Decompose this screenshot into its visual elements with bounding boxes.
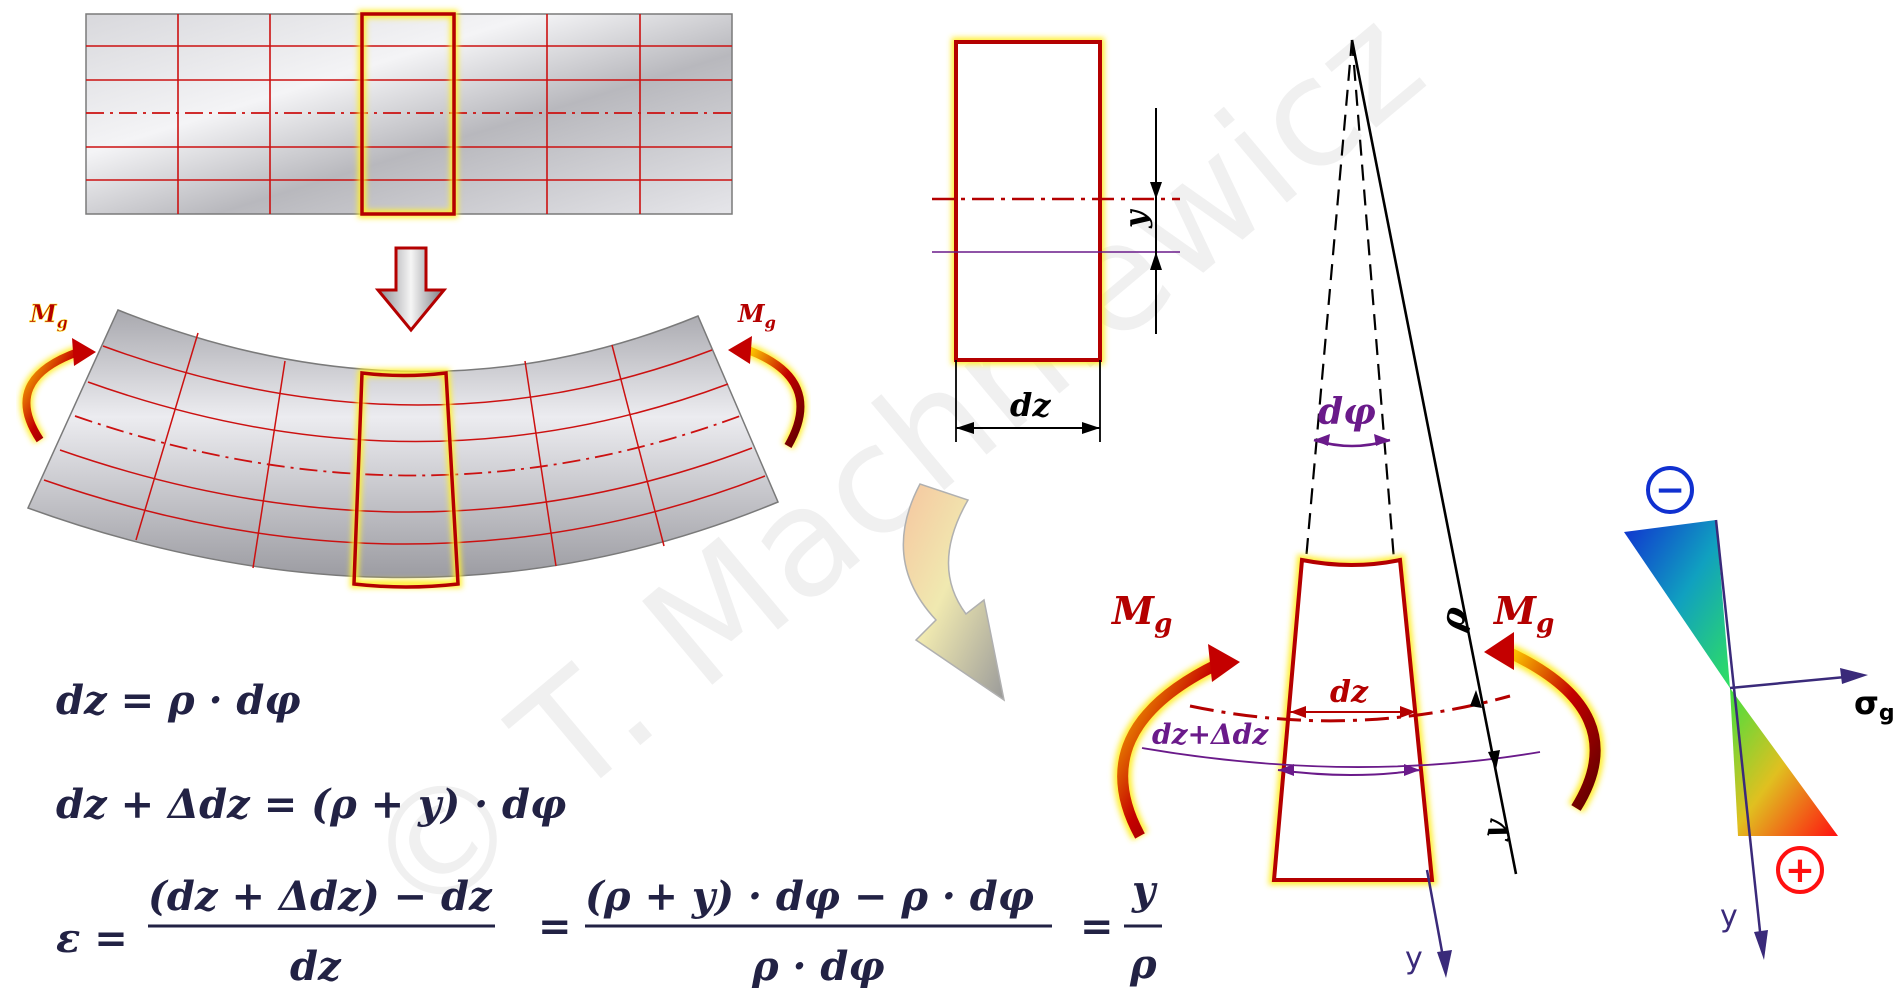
y-axis-label-deformed: y <box>1405 941 1423 976</box>
svg-text:σg: σg <box>1854 684 1895 726</box>
mg-label-left-large: Mg <box>1110 588 1172 639</box>
mg-label-right-large: Mg <box>1492 588 1554 639</box>
stress-distribution <box>1624 466 1868 960</box>
svg-text:Mg: Mg <box>1492 588 1554 639</box>
moment-arrow-right-small <box>728 336 807 450</box>
dphi-label: dφ <box>1318 391 1376 433</box>
equation-3-num2: (ρ + y) · dφ − ρ · dφ <box>585 873 1034 920</box>
moment-arrow-left-large <box>1113 644 1240 841</box>
svg-text:Mg: Mg <box>29 299 68 332</box>
deformed-element <box>1141 39 1541 978</box>
equation-3-num3: y <box>1131 867 1158 914</box>
dz-label-deformed: dz <box>1330 675 1369 710</box>
bent-beam <box>26 309 779 589</box>
equation-3-den2: ρ · dφ <box>751 943 885 988</box>
equations: dz = ρ · dφ dz + Δdz = (ρ + y) · dφ ε = … <box>56 677 1162 988</box>
moment-arrow-left-small <box>19 338 96 444</box>
y-axis-label-stress: y <box>1720 899 1738 934</box>
equation-3-den1: dz <box>290 943 342 988</box>
sigma-label: σg <box>1854 684 1895 726</box>
moment-arrow-right-large <box>1484 632 1605 813</box>
element-detail <box>932 37 1180 442</box>
curved-arrow-icon <box>902 483 1006 702</box>
svg-text:Mg: Mg <box>1110 588 1172 639</box>
y-label-top: y <box>1119 208 1154 229</box>
equation-3-num1: (dz + Δdz) − dz <box>148 873 493 920</box>
plus-sign: + <box>1785 850 1815 891</box>
equation-3-eq3: = <box>1080 903 1114 950</box>
mg-label-left-small: Mg <box>29 299 68 333</box>
dz-label-top: dz <box>1010 386 1051 424</box>
straight-beam <box>85 10 733 218</box>
dz-plus-ddz-label: dz+Δdz <box>1152 718 1269 751</box>
mg-label-right-small: Mg <box>737 299 776 332</box>
svg-text:Mg: Mg <box>737 299 776 332</box>
minus-sign: − <box>1655 470 1685 511</box>
equation-3-lhs: ε = <box>56 915 128 962</box>
rho-label: ρ <box>1431 603 1475 635</box>
down-arrow-icon <box>374 246 448 333</box>
equation-3-eq2: = <box>538 903 572 950</box>
equation-1: dz = ρ · dφ <box>56 677 301 724</box>
equation-3-den3: ρ <box>1129 941 1157 988</box>
y-label-deformed: y <box>1475 815 1514 843</box>
equation-2: dz + Δdz = (ρ + y) · dφ <box>56 781 566 828</box>
